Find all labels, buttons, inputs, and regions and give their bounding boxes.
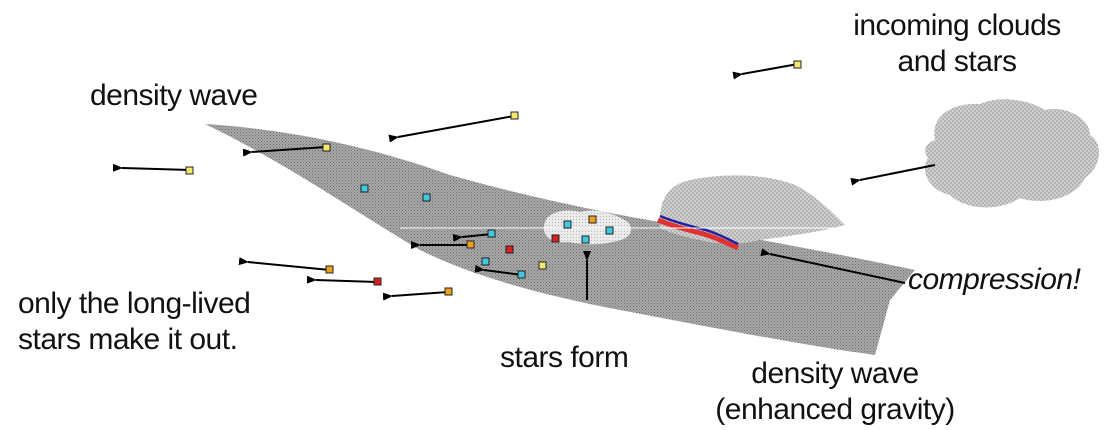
incoming-label-line-2: and stars [897, 45, 1017, 78]
shock-front-red [657, 217, 740, 251]
star-yellow [322, 143, 331, 152]
arrow [238, 257, 331, 271]
star-cyan [605, 226, 614, 235]
stars [185, 60, 802, 296]
long-lived-label: only the long-lived stars make it out. [18, 286, 251, 358]
star-yellow [185, 166, 194, 175]
star-cyan [481, 257, 490, 266]
arrow [452, 233, 493, 242]
long-lived-label-line-2: stars make it out. [18, 323, 238, 356]
arrow [112, 163, 191, 172]
star-orange [325, 265, 334, 274]
star-yellow [510, 111, 519, 120]
star-cyan [360, 184, 369, 193]
arrow [382, 291, 449, 301]
arrow [732, 63, 799, 80]
star-yellow [538, 261, 547, 270]
star-cyan [422, 193, 431, 202]
stars-form-label: stars form [500, 341, 629, 374]
star-cyan [563, 220, 572, 229]
star-red [551, 234, 560, 243]
compressed-cloud [659, 175, 845, 244]
density-wave-bottom-line-1: density wave [751, 357, 919, 390]
incoming-label-line-1: incoming clouds [853, 9, 1061, 42]
star-orange [588, 215, 597, 224]
long-lived-label-line-1: only the long-lived [18, 287, 251, 320]
star-cyan [581, 235, 590, 244]
star-orange [466, 240, 475, 249]
compression-label: compression! [908, 263, 1081, 296]
star-cyan [487, 229, 496, 238]
star-orange [444, 287, 453, 296]
star-forming-region [543, 210, 632, 245]
shock-front-blue [659, 214, 739, 246]
density-wave-bottom-line-2: (enhanced gravity) [715, 393, 955, 426]
incoming-label: incoming clouds and stars [832, 8, 1082, 80]
arrows [112, 63, 936, 301]
arrow [850, 164, 936, 186]
arrow [760, 248, 906, 284]
incoming-cloud [924, 99, 1100, 208]
arrow [242, 146, 327, 157]
star-cyan [517, 270, 526, 279]
arrow [388, 115, 515, 143]
star-red [505, 245, 514, 254]
density-wave-top-label: density wave [90, 79, 258, 112]
arrow [306, 275, 378, 284]
arrow [474, 264, 523, 276]
density-wave-bottom-label: density wave (enhanced gravity) [700, 356, 970, 428]
star-red [373, 277, 382, 286]
star-yellow [793, 60, 802, 69]
